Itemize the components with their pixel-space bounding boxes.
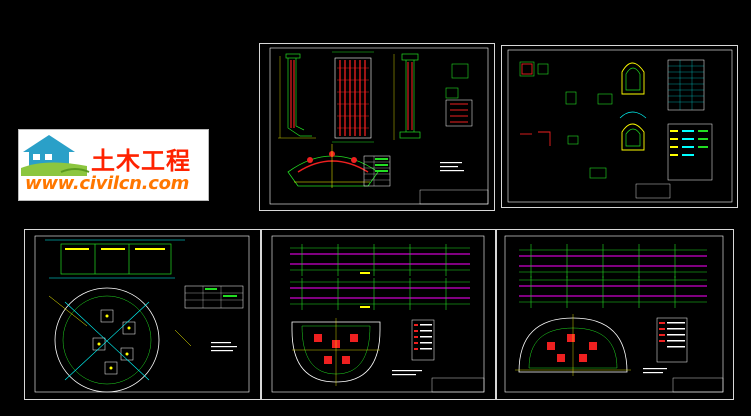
sheet-2-drawing <box>507 49 733 203</box>
sheet-3-drawing <box>34 235 250 393</box>
drawing-sheet-3[interactable] <box>24 229 261 400</box>
drawing-sheet-2[interactable] <box>501 45 738 208</box>
drawing-sheet-4[interactable] <box>261 229 496 400</box>
sheet-4-drawing <box>271 235 485 393</box>
house-icon <box>21 135 90 176</box>
drawing-sheet-5[interactable] <box>496 229 734 400</box>
drawing-sheet-1[interactable] <box>259 43 495 211</box>
sheet-1-drawing <box>269 47 489 205</box>
logo-url-text: www.civilcn.com <box>25 173 190 194</box>
logo-cn-text: 土木工程 <box>91 147 191 175</box>
sheet-5-drawing <box>504 235 724 393</box>
civilcn-logo: 土木工程 www.civilcn.com <box>18 129 209 201</box>
